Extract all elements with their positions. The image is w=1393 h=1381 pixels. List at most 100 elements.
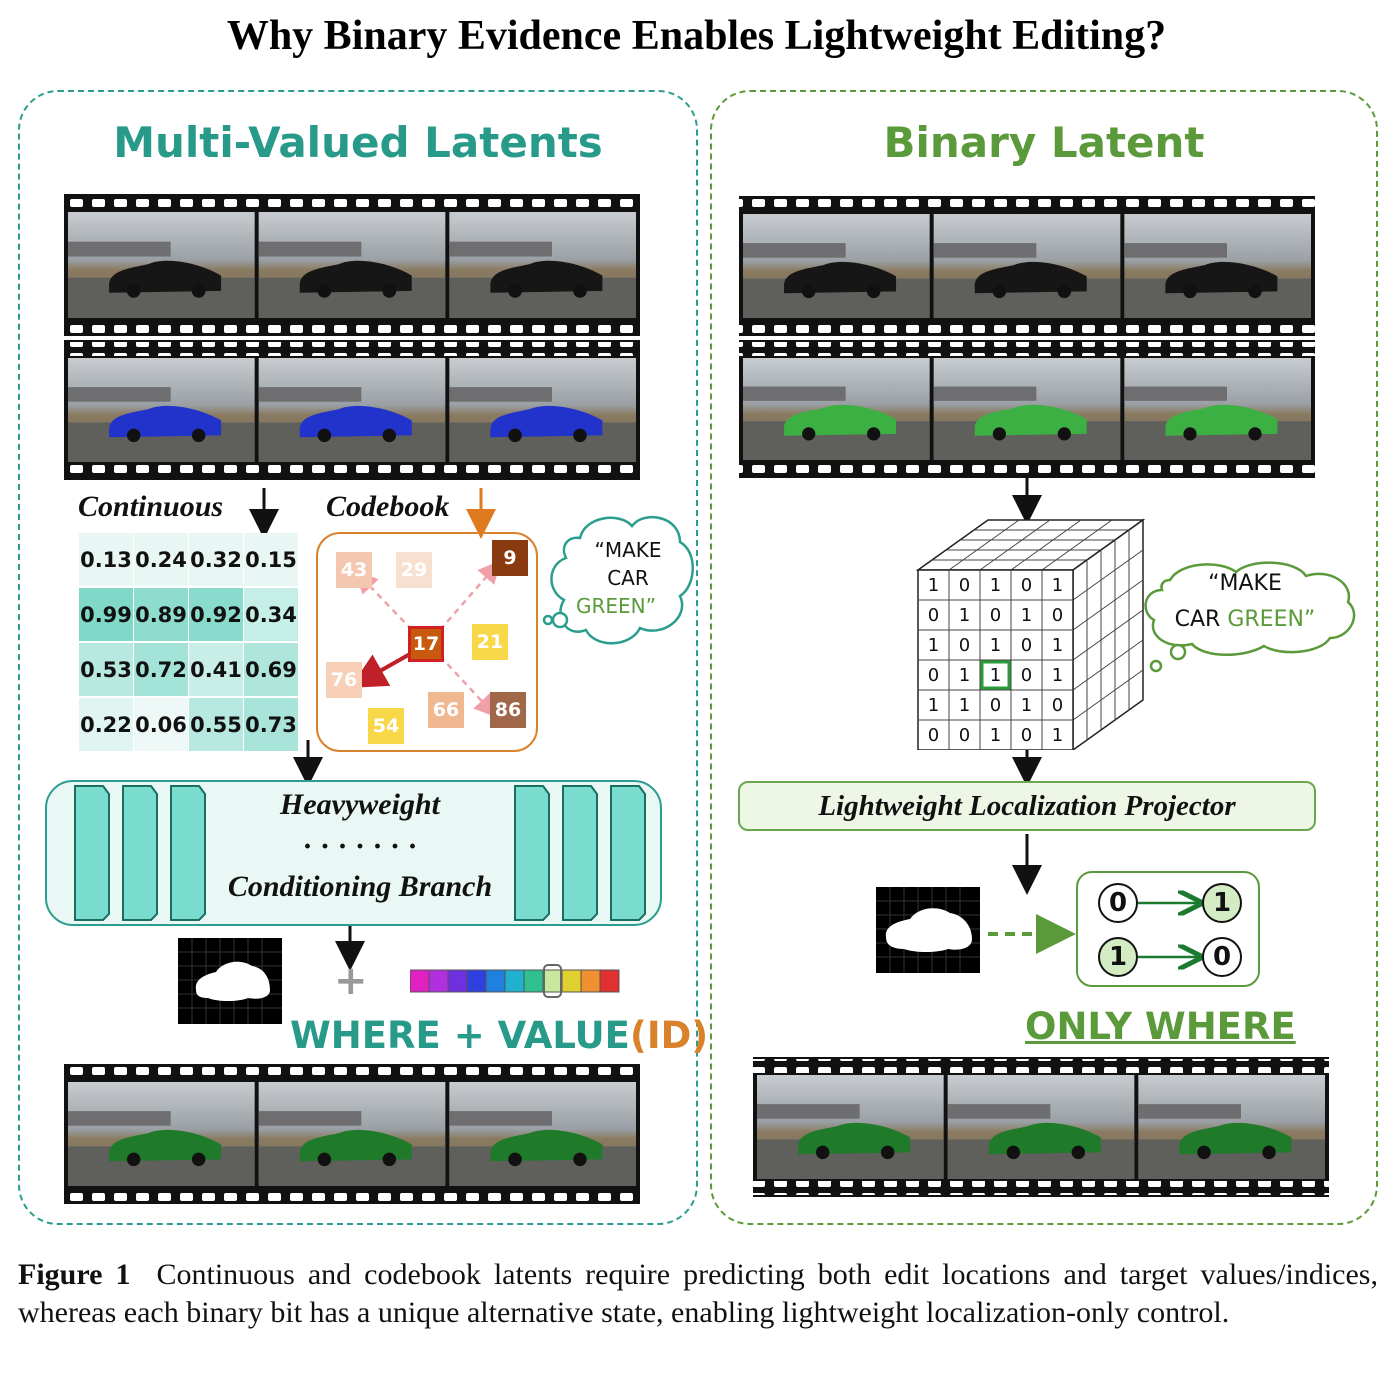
right-mask-film-car xyxy=(784,404,897,436)
cube-bit: 1 xyxy=(1020,604,1033,626)
right-source-film-car xyxy=(784,261,897,294)
right-mask-image xyxy=(876,887,980,973)
bit-flip-arrows xyxy=(1138,871,1260,987)
codebook-tile: 86 xyxy=(490,692,526,728)
cube-bit: 0 xyxy=(1051,604,1064,626)
cube-bit: 1 xyxy=(1051,634,1064,656)
continuous-cell: 0.69 xyxy=(244,643,298,696)
left-bubble-line1: “MAKE xyxy=(594,538,662,562)
cube-bit: 0 xyxy=(1020,724,1033,746)
left-source-film xyxy=(64,194,640,336)
bit-from-2: 1 xyxy=(1098,937,1138,977)
continuous-cell: 0.89 xyxy=(134,588,188,641)
continuous-cell: 0.99 xyxy=(79,588,133,641)
cube-bit: 1 xyxy=(927,694,940,716)
right-mask-film-car xyxy=(974,404,1087,436)
cube-bit: 0 xyxy=(927,604,940,626)
codebook-tile: 21 xyxy=(472,624,508,660)
codebook-tile: 43 xyxy=(336,552,372,588)
left-bubble-line2: CAR xyxy=(607,566,649,590)
right-bubble-green: GREEN” xyxy=(1227,607,1316,632)
left-mask-film-car xyxy=(299,405,412,438)
cube-bit: 0 xyxy=(958,574,971,596)
right-bubble-line2: CAR GREEN” xyxy=(1150,606,1340,634)
left-mask-film-car xyxy=(109,405,222,438)
binary-heading: Binary Latent xyxy=(883,118,1205,167)
left-result-film-car xyxy=(109,1129,222,1162)
left-mask-film xyxy=(64,340,640,480)
left-thought-bubble xyxy=(542,515,694,645)
left-source-film-car xyxy=(109,260,222,293)
continuous-cell: 0.06 xyxy=(134,698,188,751)
right-result-film-car xyxy=(1179,1122,1292,1155)
cube-highlight-cell xyxy=(980,660,1011,690)
binary-panel xyxy=(710,90,1378,1225)
cube-bit: 0 xyxy=(1051,694,1064,716)
cube-bit: 1 xyxy=(989,664,1002,686)
figure-caption: Figure 1 Continuous and codebook latents… xyxy=(18,1256,1378,1332)
cube-bit: 0 xyxy=(989,694,1002,716)
cube-bit: 1 xyxy=(989,724,1002,746)
where-value-id: (ID) xyxy=(629,1014,709,1057)
left-bubble-line3: GREEN” xyxy=(576,594,656,618)
bit-to-1: 1 xyxy=(1202,883,1242,923)
right-bubble-dots xyxy=(1149,643,1187,673)
cube-bit: 1 xyxy=(927,634,940,656)
cube-bit: 0 xyxy=(958,634,971,656)
left-result-film-car xyxy=(490,1129,603,1162)
codebook-tile: 9 xyxy=(492,540,528,576)
branch-line2: Conditioning Branch xyxy=(227,870,493,903)
codebook-tile: 76 xyxy=(326,662,362,698)
right-source-film-car xyxy=(1165,261,1278,294)
lightweight-localization-projector: Lightweight Localization Projector xyxy=(738,781,1316,831)
left-result-film xyxy=(64,1064,640,1204)
continuous-cell: 0.34 xyxy=(244,588,298,641)
cube-bit: 0 xyxy=(1020,574,1033,596)
branch-dots: · · · · · · · xyxy=(302,830,418,863)
right-source-film xyxy=(739,196,1315,336)
only-where-label: ONLY WHERE xyxy=(1025,1005,1296,1048)
left-mask-image xyxy=(178,938,282,1024)
continuous-cell: 0.55 xyxy=(189,698,243,751)
right-thought-bubble xyxy=(1144,561,1356,656)
continuous-cell: 0.53 xyxy=(79,643,133,696)
left-mask-film-car xyxy=(490,405,603,438)
continuous-cell: 0.15 xyxy=(244,533,298,586)
value-id-color-bar xyxy=(410,964,620,998)
branch-line1: Heavyweight xyxy=(280,788,440,821)
where-value-main: WHERE + VALUE xyxy=(290,1014,630,1057)
right-result-film-car xyxy=(798,1122,911,1155)
codebook-tile: 66 xyxy=(428,692,464,728)
continuous-cell: 0.41 xyxy=(189,643,243,696)
continuous-cell: 0.72 xyxy=(134,643,188,696)
cube-bit: 0 xyxy=(989,604,1002,626)
codebook-tile: 29 xyxy=(396,552,432,588)
left-source-film-car xyxy=(299,260,412,293)
left-result-film-car xyxy=(299,1129,412,1162)
branch-layers xyxy=(74,785,646,921)
right-bubble-line1: “MAKE xyxy=(1208,571,1282,596)
continuous-cell: 0.73 xyxy=(244,698,298,751)
codebook-label: Codebook xyxy=(326,490,450,523)
cube-bit: 1 xyxy=(989,634,1002,656)
cube-bit: 0 xyxy=(1020,664,1033,686)
right-result-film-car xyxy=(988,1122,1101,1155)
continuous-cell: 0.32 xyxy=(189,533,243,586)
cube-bit: 1 xyxy=(927,574,940,596)
right-mask-film xyxy=(739,340,1315,478)
bit-to-2: 0 xyxy=(1202,937,1242,977)
binary-latent-cube xyxy=(915,518,1146,750)
cube-bit: 0 xyxy=(958,724,971,746)
cube-bit: 1 xyxy=(958,694,971,716)
multi-valued-panel xyxy=(18,90,698,1225)
continuous-cell: 0.13 xyxy=(79,533,133,586)
cube-bit: 1 xyxy=(989,574,1002,596)
cube-bit: 1 xyxy=(1051,664,1064,686)
left-source-film-car xyxy=(490,260,603,293)
bit-from-1: 0 xyxy=(1098,883,1138,923)
continuous-cell: 0.92 xyxy=(189,588,243,641)
cube-bit: 1 xyxy=(958,664,971,686)
right-result-film xyxy=(753,1057,1329,1197)
figure-title: Why Binary Evidence Enables Lightweight … xyxy=(226,13,1167,59)
